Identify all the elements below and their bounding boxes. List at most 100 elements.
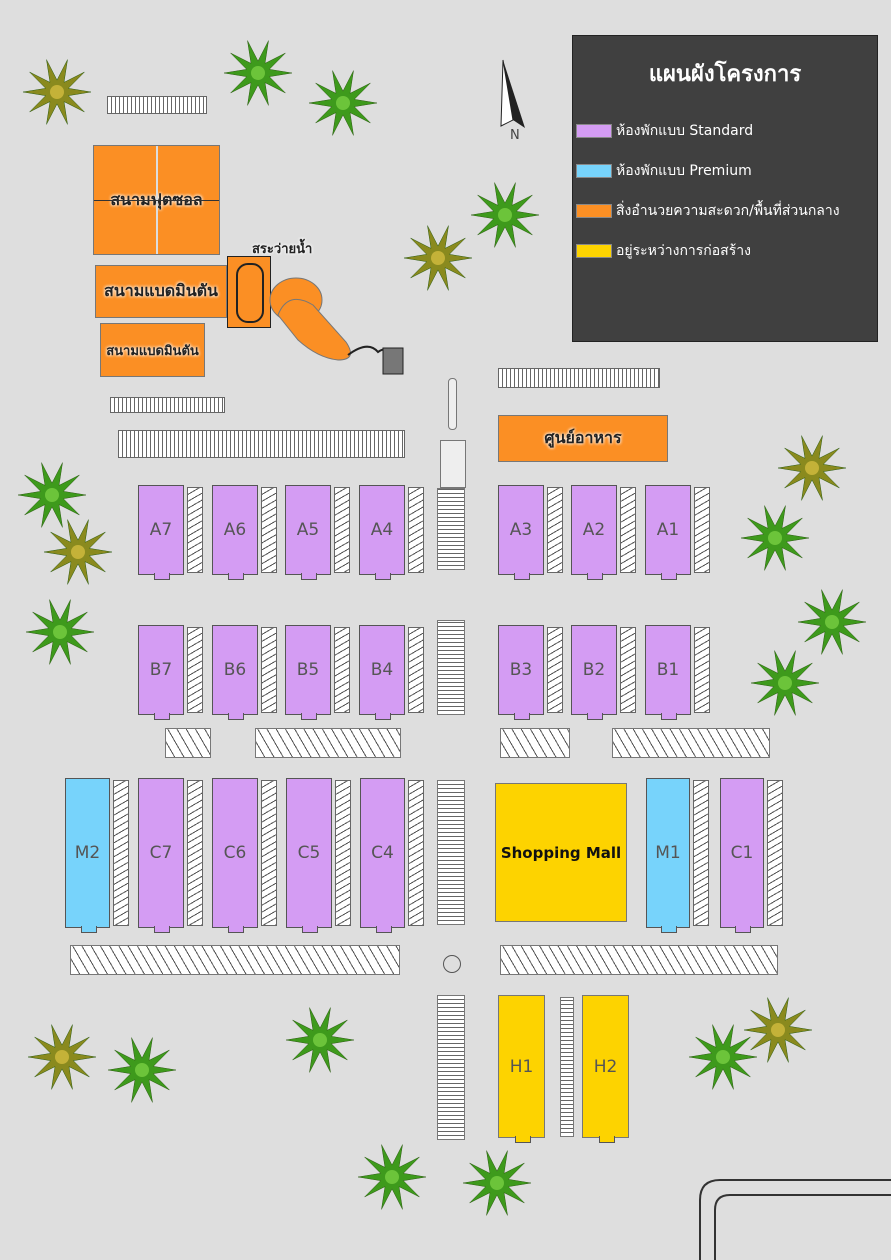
parking-row xyxy=(612,728,770,758)
roundabout xyxy=(443,955,461,973)
palm-tree-icon xyxy=(44,519,112,585)
badminton-label: สนามแบดมินตัน xyxy=(106,343,199,359)
building-b4[interactable]: B4 xyxy=(359,625,405,720)
palm-tree-icon xyxy=(358,1144,426,1210)
building-a5[interactable]: A5 xyxy=(285,485,331,580)
building-h1[interactable]: H1 xyxy=(498,995,545,1143)
building-label: B5 xyxy=(296,660,320,680)
entrance xyxy=(375,926,392,933)
parking-strip xyxy=(437,995,465,1140)
building-label: B3 xyxy=(509,660,533,680)
palm-tree-icon xyxy=(471,182,539,248)
building-a6[interactable]: A6 xyxy=(212,485,258,580)
entrance xyxy=(301,713,317,720)
palm-tree-icon xyxy=(26,599,94,665)
fence xyxy=(110,397,225,413)
palm-tree-icon xyxy=(28,1024,96,1090)
entrance xyxy=(661,926,677,933)
building-c6[interactable]: C6 xyxy=(212,778,258,933)
legend-label: อยู่ระหว่างการก่อสร้าง xyxy=(616,243,751,259)
palm-tree-icon xyxy=(751,650,819,716)
building-a4[interactable]: A4 xyxy=(359,485,405,580)
building-b2[interactable]: B2 xyxy=(571,625,617,720)
parking-strip xyxy=(113,780,129,926)
fence xyxy=(498,368,660,388)
building-label: B2 xyxy=(582,660,606,680)
entrance xyxy=(598,1136,615,1143)
building-label: A7 xyxy=(149,520,173,540)
palm-tree-icon xyxy=(798,589,866,655)
building-c1[interactable]: C1 xyxy=(720,778,764,933)
palm-tree-icon xyxy=(108,1037,176,1103)
guard-house xyxy=(440,440,466,488)
futsal-court[interactable]: สนามฟุตซอล xyxy=(93,145,220,255)
building-label: A3 xyxy=(509,520,533,540)
legend-item-premium: ห้องพักแบบ Premium xyxy=(576,160,752,182)
entrance xyxy=(80,926,97,933)
building-label: A6 xyxy=(223,520,247,540)
legend-item-construction: อยู่ระหว่างการก่อสร้าง xyxy=(576,240,751,262)
building-label: B7 xyxy=(149,660,173,680)
badminton-court-1[interactable]: สนามแบดมินตัน xyxy=(95,265,227,318)
building-a3[interactable]: A3 xyxy=(498,485,544,580)
entrance xyxy=(661,713,677,720)
road xyxy=(699,1179,891,1260)
parking-strip xyxy=(620,627,636,713)
fence xyxy=(118,430,405,458)
parking-strip xyxy=(408,627,424,713)
legend-label: ห้องพักแบบ Premium xyxy=(616,163,752,179)
swatch xyxy=(576,124,612,138)
building-b6[interactable]: B6 xyxy=(212,625,258,720)
building-h2[interactable]: H2 xyxy=(582,995,629,1143)
building-label: B1 xyxy=(656,660,680,680)
shopping-mall[interactable]: Shopping Mall xyxy=(495,783,627,922)
building-b7[interactable]: B7 xyxy=(138,625,184,720)
parking-strip xyxy=(547,487,563,573)
palm-tree-icon xyxy=(23,59,91,125)
parking-row xyxy=(255,728,401,758)
mall-label: Shopping Mall xyxy=(500,843,622,862)
parking-row xyxy=(500,728,570,758)
parking-row xyxy=(165,728,211,758)
entrance xyxy=(661,573,677,580)
swimming-pool[interactable] xyxy=(227,256,271,328)
badminton-court-2[interactable]: สนามแบดมินตัน xyxy=(100,323,205,377)
parking-strip xyxy=(437,780,465,925)
building-b1[interactable]: B1 xyxy=(645,625,691,720)
parking-strip xyxy=(437,620,465,715)
parking-strip xyxy=(187,627,203,713)
building-label: C6 xyxy=(223,843,247,863)
parking-strip xyxy=(408,487,424,573)
palm-tree-icon xyxy=(689,1024,757,1090)
water-slide-area xyxy=(269,277,404,375)
parking-strip xyxy=(560,997,574,1137)
parking-strip xyxy=(547,627,563,713)
building-label: A1 xyxy=(656,520,680,540)
legend-item-standard: ห้องพักแบบ Standard xyxy=(576,120,753,142)
badminton-label: สนามแบดมินตัน xyxy=(104,281,218,300)
building-label: A5 xyxy=(296,520,320,540)
parking-strip xyxy=(620,487,636,573)
building-m2[interactable]: M2 xyxy=(65,778,110,933)
food-center-label: ศูนย์อาหาร xyxy=(544,428,622,447)
food-center[interactable]: ศูนย์อาหาร xyxy=(498,415,668,462)
palm-tree-icon xyxy=(18,462,86,528)
building-label: M1 xyxy=(655,843,681,863)
parking-strip xyxy=(437,488,465,570)
entrance xyxy=(154,713,170,720)
building-m1[interactable]: M1 xyxy=(646,778,690,933)
building-label: M2 xyxy=(74,843,101,863)
building-b5[interactable]: B5 xyxy=(285,625,331,720)
parking-strip xyxy=(694,627,710,713)
palm-tree-icon xyxy=(741,505,809,571)
legend-label: ห้องพักแบบ Standard xyxy=(616,123,754,139)
building-a1[interactable]: A1 xyxy=(645,485,691,580)
palm-tree-icon xyxy=(744,997,812,1063)
building-c7[interactable]: C7 xyxy=(138,778,184,933)
building-a2[interactable]: A2 xyxy=(571,485,617,580)
legend: แผนผังโครงการ ห้องพักแบบ Standard ห้องพั… xyxy=(572,35,878,342)
building-b3[interactable]: B3 xyxy=(498,625,544,720)
building-c4[interactable]: C4 xyxy=(360,778,405,933)
building-c5[interactable]: C5 xyxy=(286,778,332,933)
building-a7[interactable]: A7 xyxy=(138,485,184,580)
